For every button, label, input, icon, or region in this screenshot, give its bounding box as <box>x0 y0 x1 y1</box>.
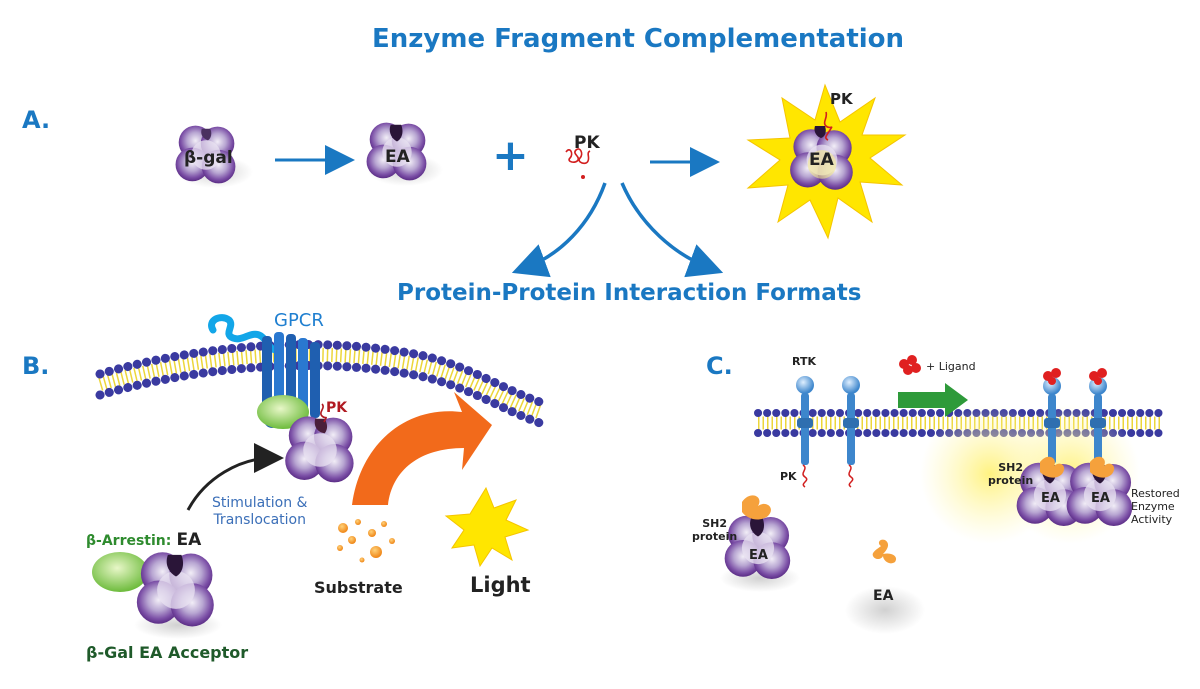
restored-ea-label-1: EA <box>1041 491 1060 506</box>
sh2-bound-line-2: protein <box>988 474 1034 487</box>
rtk-pk-peptide-2 <box>848 464 854 488</box>
sh2-free-line-2: protein <box>692 530 738 543</box>
arrestin-free-ellipse <box>92 552 148 592</box>
gpcr-label: GPCR <box>274 310 324 331</box>
pk-label: PK <box>574 133 600 153</box>
arrow-stimulation <box>186 443 284 511</box>
arrow-substrate-to-light <box>352 392 492 505</box>
arrestin-ea-label: β-Arrestin: EA <box>86 530 201 550</box>
restored-activity-label: Restored Enzyme Activity <box>1131 487 1180 526</box>
panel-label-a: A. <box>22 106 51 134</box>
activated-rtk-1 <box>1043 368 1061 464</box>
sh2-ea-label: EA <box>749 548 768 563</box>
gpcr-pk-peptide <box>320 403 327 423</box>
ligand-label: + Ligand <box>926 360 976 373</box>
sh2-protein-free <box>742 495 771 520</box>
sh2-free-label: SH2 protein <box>692 517 737 543</box>
rtk-pk-label: PK <box>780 470 797 483</box>
complemented-pk-peptide <box>814 111 833 141</box>
arrestin-ea: EA <box>176 530 202 550</box>
stimulation-line-1: Stimulation & <box>212 495 308 511</box>
panel-c-graphics <box>720 355 1164 634</box>
ea-label: EA <box>385 147 410 167</box>
panel-label-c: C. <box>706 352 733 380</box>
arrow-curve-left <box>511 182 607 278</box>
restored-line-1: Restored <box>1131 487 1180 500</box>
rtk-receptor-1 <box>796 376 814 465</box>
sh2-bound-line-1: SH2 <box>998 461 1023 474</box>
restored-line-3: Activity <box>1131 513 1173 526</box>
restored-ea-label-2: EA <box>1091 491 1110 506</box>
stimulation-label: Stimulation & Translocation <box>212 495 307 529</box>
restored-line-2: Enzyme <box>1131 500 1175 513</box>
stimulation-line-2: Translocation <box>213 512 306 528</box>
membrane-b <box>95 340 545 428</box>
panel-a-graphics <box>175 83 907 278</box>
gpcr-receptor <box>208 314 320 428</box>
acceptor-label: β-Gal EA Acceptor <box>86 643 249 662</box>
activated-rtk-2 <box>1089 368 1107 464</box>
figure-subtitle: Protein-Protein Interaction Formats <box>397 280 862 306</box>
free-ea-c-shadow <box>845 586 925 634</box>
sh2-free-line-1: SH2 <box>702 517 727 530</box>
plus-sign: + <box>492 130 529 181</box>
complemented-enzyme <box>790 129 853 190</box>
rtk-pk-peptide-1 <box>802 464 808 488</box>
arrow-add-ligand <box>898 383 968 417</box>
sh2-bound-label: SH2 protein <box>988 461 1033 487</box>
translocated-ea-enzyme <box>285 416 354 483</box>
bgal-enzyme <box>175 125 236 184</box>
free-sh2-fragment <box>872 539 897 564</box>
ea-result-label: EA <box>809 150 834 170</box>
free-ea-label: EA <box>873 588 894 604</box>
panel-b-graphics <box>92 314 545 639</box>
rtk-receptor-2 <box>842 376 860 465</box>
pk-result-label: PK <box>830 90 853 108</box>
sh2-protein-bound-2 <box>1090 456 1115 478</box>
substrate-dots <box>337 519 395 563</box>
substrate-label: Substrate <box>314 578 403 597</box>
bgal-label: β-gal <box>184 148 233 168</box>
sh2-protein-bound-1 <box>1040 456 1065 478</box>
arrow-curve-right <box>620 182 724 278</box>
light-star <box>444 486 530 568</box>
pk-peptide-icon <box>565 148 591 179</box>
arrestin-bound-ellipse <box>257 395 309 429</box>
ligand-cluster-icon <box>899 355 921 375</box>
panel-label-b: B. <box>22 352 50 380</box>
rtk-label: RTK <box>792 355 817 368</box>
light-label: Light <box>470 573 531 597</box>
figure-title: Enzyme Fragment Complementation <box>372 24 905 54</box>
gpcr-pk-label: PK <box>326 400 348 416</box>
arrestin-label: β-Arrestin: <box>86 533 172 549</box>
free-ea-enzyme <box>136 552 214 627</box>
